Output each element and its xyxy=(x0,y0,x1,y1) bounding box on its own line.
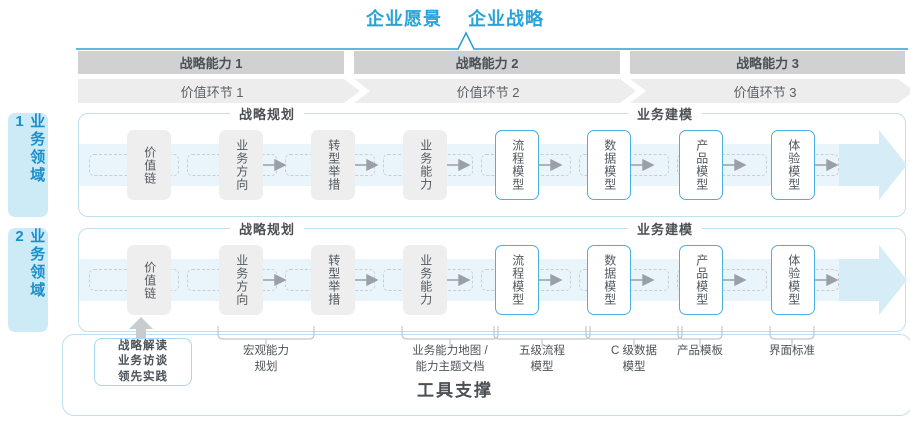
title-enterprise-vision: 企业愿景 xyxy=(366,9,442,29)
value-bar-3-label: 价值环节 3 xyxy=(733,84,797,100)
process-node-business-capability[interactable]: 业务能力 xyxy=(403,130,447,200)
value-bar-1[interactable]: 价值环节 1 xyxy=(78,79,360,103)
process-node-transformation-measures[interactable]: 转型举措 xyxy=(311,130,355,200)
process-node-process-model[interactable]: 流程模型 xyxy=(495,245,539,315)
node-label: 业务能力 xyxy=(418,254,433,306)
tent-connector-line xyxy=(76,31,908,50)
sidebar-item-business-domain-1[interactable]: 业务领域 1 xyxy=(8,113,48,217)
node-label: 产品模型 xyxy=(694,254,709,306)
section-title-strategy-planning: 战略规划 xyxy=(230,219,305,238)
capability-bar-1[interactable]: 战略能力 1 xyxy=(78,51,344,74)
node-label: 转型举措 xyxy=(326,139,341,191)
capability-bar-1-label: 战略能力 1 xyxy=(179,56,243,71)
process-node-product-model[interactable]: 产品模型 xyxy=(679,245,723,315)
node-label: 数据模型 xyxy=(602,139,617,191)
process-node-business-direction[interactable]: 业务方向 xyxy=(219,245,263,315)
value-bar-2-label: 价值环节 2 xyxy=(456,84,520,100)
node-label: 业务能力 xyxy=(418,139,433,191)
tool-support-frame xyxy=(62,334,910,416)
tool-label-business-capability-map: 业务能力地图 / 能力主题文档 xyxy=(390,344,510,375)
tool-label-text: 产品模板 xyxy=(677,345,723,357)
tool-label-text: 宏观能力 规划 xyxy=(243,345,289,373)
bar-gap xyxy=(620,51,630,74)
tool-label-interface-standard: 界面标准 xyxy=(742,344,842,360)
tool-support-braces xyxy=(217,326,815,347)
node-label: 业务方向 xyxy=(234,139,249,191)
process-node-experience-model[interactable]: 体验模型 xyxy=(771,130,815,200)
sidebar-item-label: 业务领域 1 xyxy=(11,113,46,185)
tool-box-strategy-interpretation[interactable]: 战略解读 业务访谈 领先实践 xyxy=(94,338,192,386)
business-domain-row-2: 战略规划 业务建模 价值链 业务方向 转型举措 业务能力 流程模型 数据模型 产… xyxy=(78,219,907,332)
section-title-strategy-planning: 战略规划 xyxy=(230,104,305,123)
process-track: 价值链 业务方向 转型举措 业务能力 流程模型 数据模型 产品模型 体验模型 xyxy=(79,245,907,315)
tool-label-macro-capability-planning: 宏观能力 规划 xyxy=(216,344,316,375)
process-track: 价值链 业务方向 转型举措 业务能力 流程模型 数据模型 产品模型 体验模型 xyxy=(79,130,907,200)
tool-label-text: 界面标准 xyxy=(769,345,815,357)
process-node-data-model[interactable]: 数据模型 xyxy=(587,130,631,200)
capability-bar-3-label: 战略能力 3 xyxy=(736,56,799,71)
business-domain-row-1: 战略规划 业务建模 价值链 业务方向 转型举措 业务能力 流程模型 数据模型 产… xyxy=(78,104,907,217)
node-label: 价值链 xyxy=(142,260,157,300)
capability-bar-2-label: 战略能力 2 xyxy=(455,56,519,71)
node-label: 流程模型 xyxy=(510,139,525,191)
section-title-business-modeling: 业务建模 xyxy=(628,219,703,238)
node-label: 体验模型 xyxy=(786,139,801,191)
node-label: 业务方向 xyxy=(234,254,249,306)
process-node-experience-model[interactable]: 体验模型 xyxy=(771,245,815,315)
process-node-value-chain[interactable]: 价值链 xyxy=(127,245,171,315)
row-section-titles: 战略规划 业务建模 xyxy=(78,219,906,238)
node-label: 流程模型 xyxy=(510,254,525,306)
sidebar-item-business-domain-2[interactable]: 业务领域 2 xyxy=(8,228,48,332)
row-section-titles: 战略规划 业务建模 xyxy=(78,104,906,123)
capability-bar-2[interactable]: 战略能力 2 xyxy=(354,51,620,74)
process-node-business-direction[interactable]: 业务方向 xyxy=(219,130,263,200)
process-node-business-capability[interactable]: 业务能力 xyxy=(403,245,447,315)
process-node-value-chain[interactable]: 价值链 xyxy=(127,130,171,200)
bar-gap xyxy=(344,51,354,74)
node-label: 体验模型 xyxy=(786,254,801,306)
tool-label-text: 五级流程 模型 xyxy=(519,345,565,373)
process-node-product-model[interactable]: 产品模型 xyxy=(679,130,723,200)
node-label: 产品模型 xyxy=(694,139,709,191)
process-node-transformation-measures[interactable]: 转型举措 xyxy=(311,245,355,315)
capability-bar-3[interactable]: 战略能力 3 xyxy=(630,51,905,74)
value-bar-1-label: 价值环节 1 xyxy=(180,84,244,100)
title-enterprise-strategy: 企业战略 xyxy=(468,9,544,29)
tool-label-text: C 级数据 模型 xyxy=(611,345,657,373)
tool-label-c-level-data-model: C 级数据 模型 xyxy=(584,344,684,375)
node-label: 转型举措 xyxy=(326,254,341,306)
value-bar-2[interactable]: 价值环节 2 xyxy=(354,79,636,103)
tool-support-title: 工具支撑 xyxy=(417,381,493,400)
sidebar-item-label: 业务领域 2 xyxy=(11,228,46,300)
tool-support-labels: 宏观能力 规划 业务能力地图 / 能力主题文档 五级流程 模型 C 级数据 模型… xyxy=(78,344,906,384)
tool-label-product-template: 产品模板 xyxy=(650,344,750,360)
process-node-data-model[interactable]: 数据模型 xyxy=(587,245,631,315)
up-arrow-icon xyxy=(129,317,153,341)
tool-label-five-level-process-model: 五级流程 模型 xyxy=(492,344,592,375)
tool-box-label: 战略解读 业务访谈 领先实践 xyxy=(118,339,168,383)
strategic-capability-bar-row: 战略能力 1 战略能力 2 战略能力 3 xyxy=(78,51,905,74)
value-bar-3[interactable]: 价值环节 3 xyxy=(630,79,910,103)
header-titles: 企业愿景 企业战略 xyxy=(0,4,910,32)
node-label: 价值链 xyxy=(142,145,157,185)
node-label: 数据模型 xyxy=(602,254,617,306)
tool-label-text: 业务能力地图 / 能力主题文档 xyxy=(412,345,488,373)
section-title-business-modeling: 业务建模 xyxy=(628,104,703,123)
value-segment-bar-row: 价值环节 1 价值环节 2 价值环节 3 xyxy=(78,79,910,103)
process-node-process-model[interactable]: 流程模型 xyxy=(495,130,539,200)
